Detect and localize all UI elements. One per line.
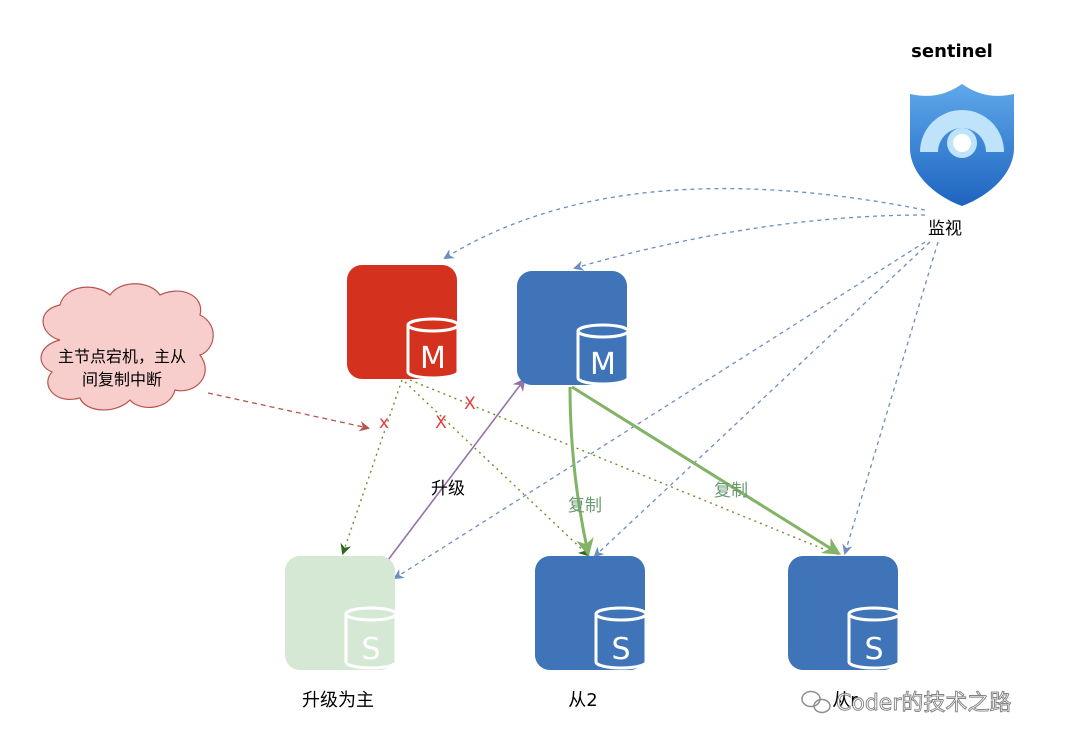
monitor-arrow-promoted [393,241,926,580]
replicate-label-1: 复制 [568,496,602,516]
note-line-1: 主节点宕机，主从 [58,347,186,366]
broken-link-to-slave2 [404,381,590,557]
database-icon: M [576,323,630,386]
database-icon: M [406,317,460,380]
replicate-link-slave3 [571,385,842,555]
replicate-link-slave2 [568,386,594,557]
wechat-icon [801,690,831,714]
upgrade-label: 升级 [431,479,465,499]
slave2-node: S [535,556,648,670]
broken-replication-links [340,379,839,557]
monitor-arrow-slave3 [842,241,939,555]
monitor-arrows [393,187,939,580]
failure-note-cloud: 主节点宕机，主从 间复制中断 [40,283,214,411]
database-icon: S [847,606,901,670]
monitor-label: 监视 [928,219,962,239]
shield-icon [910,84,1014,206]
slave2-letter: S [611,632,630,667]
new-master-node: M [517,271,630,386]
replication-links [568,385,842,557]
broken-link-to-promoted [340,379,403,556]
replicate-label-2: 复制 [714,481,748,501]
monitor-arrow-new-master [573,214,926,271]
old-master-letter: M [420,341,446,376]
sentinel-title: sentinel [911,41,993,62]
note-line-2: 间复制中断 [82,370,162,389]
break-mark-2: X [435,413,447,433]
slave2-label: 从2 [568,690,597,711]
break-mark-3: X [464,394,476,414]
database-icon: S [594,606,648,670]
new-master-letter: M [590,347,616,382]
database-icon: S [344,606,398,670]
slave3-node: S [788,556,901,670]
slave3-label: 从r [832,690,858,711]
upgrade-arrow [387,377,526,561]
old-master-node: M [347,265,460,380]
slave3-letter: S [864,632,883,667]
break-mark-1: x [379,413,389,433]
watermark-text: Coder的技术之路 [836,691,1011,716]
monitor-arrow-slave2 [593,241,931,558]
monitor-arrow-old-master [443,187,926,260]
promoted-slave-letter: S [361,632,380,667]
promoted-slave-label: 升级为主 [302,690,374,711]
note-arrow [207,392,371,432]
promoted-slave-node: S [285,556,398,670]
watermark: Coder的技术之路 [801,690,1012,716]
broken-link-to-slave3 [409,379,839,556]
